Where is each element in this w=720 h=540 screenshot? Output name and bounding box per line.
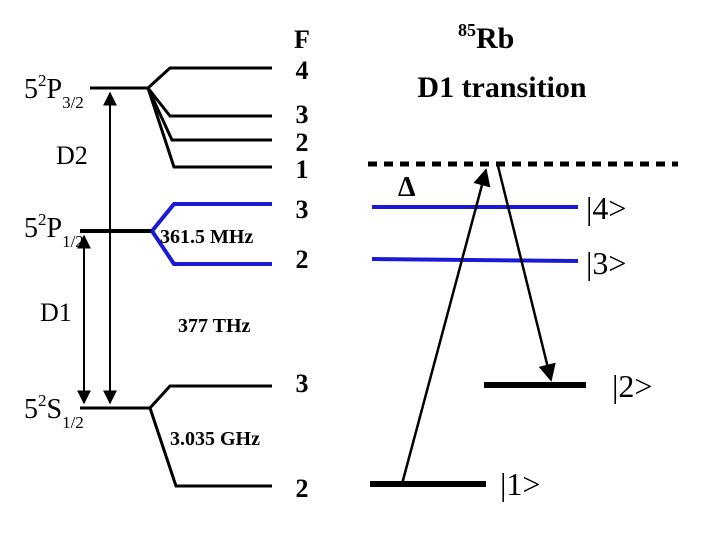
ground-splitting-label: 3.035 GHz — [170, 428, 260, 450]
state-3-label: |3> — [586, 245, 626, 281]
f-value: 2 — [296, 245, 309, 274]
s12-manifold — [80, 384, 272, 488]
title-transition: D1 transition — [417, 71, 586, 104]
isotope-mass: 85 — [458, 20, 476, 40]
p32-f1-line — [146, 87, 272, 169]
p12-f3-line — [150, 202, 272, 233]
d2-label: D2 — [56, 141, 88, 170]
f-values: 4 3 2 1 3 2 3 2 — [296, 56, 309, 503]
state-2-label: |2> — [612, 368, 652, 404]
p32-manifold — [90, 66, 272, 169]
label-s12: 52S1/2 — [24, 391, 84, 432]
f-value: 2 — [296, 474, 309, 503]
p32-f3-line — [146, 87, 272, 118]
s12-f3-line — [148, 384, 272, 410]
f-value: 3 — [296, 100, 309, 129]
state-4-label: |4> — [586, 190, 626, 226]
stokes-arrow — [496, 165, 556, 382]
label-p32: 52P3/2 — [24, 71, 84, 112]
p12-splitting-label: 361.5 MHz — [160, 226, 253, 248]
state-1-label: |1> — [500, 466, 540, 502]
p32-f2-line — [146, 87, 272, 142]
state-3-line — [371, 257, 579, 263]
pump-arrow — [400, 168, 491, 485]
p32-f4-line — [146, 66, 272, 90]
title-isotope: 85Rb — [458, 20, 514, 55]
d1-label: D1 — [40, 298, 72, 327]
f-value: 2 — [296, 128, 309, 157]
optical-frequency-label: 377 THz — [178, 315, 251, 337]
detuning-label: Δ — [398, 172, 416, 203]
f-value: 4 — [296, 56, 309, 85]
p12-f2-line — [150, 229, 272, 266]
f-value: 3 — [296, 195, 309, 224]
f-value: 3 — [296, 369, 309, 398]
f-header: F — [294, 25, 310, 54]
f-value: 1 — [296, 155, 309, 184]
isotope-symbol: Rb — [476, 22, 514, 55]
label-p12: 52P1/2 — [24, 210, 84, 251]
s12-f2-line — [148, 407, 272, 488]
